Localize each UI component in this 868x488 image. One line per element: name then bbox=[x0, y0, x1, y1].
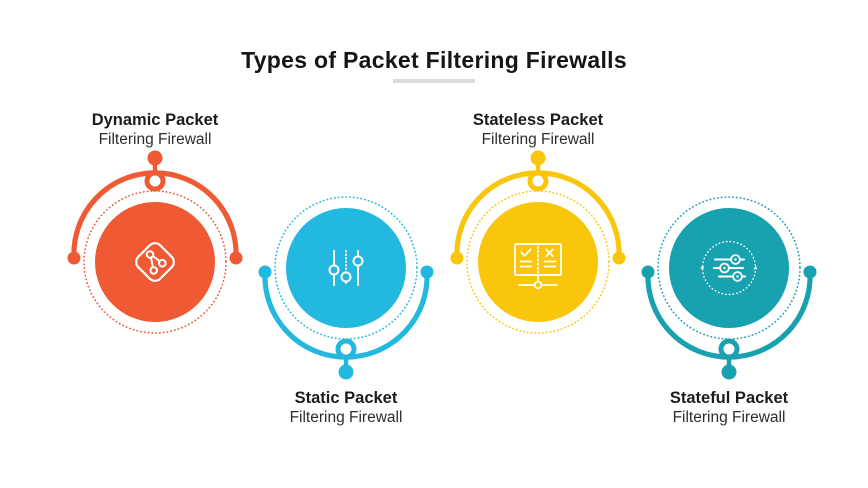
firewall-label: Static Packet Filtering Firewall bbox=[246, 388, 446, 428]
vertical-sliders-icon bbox=[328, 250, 364, 286]
connector-dot bbox=[338, 364, 354, 380]
firewall-name-line2: Filtering Firewall bbox=[289, 409, 403, 426]
firewall-graphic bbox=[67, 150, 243, 334]
page-title: Types of Packet Filtering Firewalls bbox=[241, 47, 627, 74]
arc-end-dot-left bbox=[258, 265, 272, 279]
arc-end-dot-left bbox=[67, 251, 81, 265]
arc-end-dot-right bbox=[229, 251, 243, 265]
orbit-arc bbox=[258, 265, 434, 380]
firewall-name-line2: Filtering Firewall bbox=[98, 131, 212, 148]
firewall-name-line1: Stateful Packet bbox=[669, 389, 789, 407]
firewall-graphic bbox=[258, 196, 434, 380]
orbit-arc bbox=[641, 265, 817, 380]
firewall-name-line2: Filtering Firewall bbox=[672, 409, 786, 426]
firewall-label: Stateless Packet Filtering Firewall bbox=[438, 110, 638, 150]
git-branch-diamond-icon bbox=[135, 242, 175, 282]
firewall-label: Stateful Packet Filtering Firewall bbox=[629, 388, 829, 428]
firewall-label: Dynamic Packet Filtering Firewall bbox=[55, 110, 255, 150]
arc-end-dot-right bbox=[612, 251, 626, 265]
firewall-graphic bbox=[641, 196, 817, 380]
firewall-unit: Stateful Packet Filtering Firewall bbox=[629, 0, 829, 488]
title-divider bbox=[393, 79, 475, 83]
orbit-arc bbox=[67, 150, 243, 265]
rule-list-icon bbox=[514, 243, 562, 290]
firewall-circle bbox=[95, 202, 215, 322]
firewall-name-line2: Filtering Firewall bbox=[481, 131, 595, 148]
orbit-arc bbox=[450, 150, 626, 265]
arc-end-dot-right bbox=[420, 265, 434, 279]
firewall-unit: Static Packet Filtering Firewall bbox=[246, 0, 446, 488]
firewall-name-line1: Stateless Packet bbox=[472, 111, 604, 129]
connector-dot bbox=[147, 150, 163, 166]
firewall-circle bbox=[478, 202, 598, 322]
connector-dot bbox=[721, 364, 737, 380]
connector-ring bbox=[527, 170, 549, 192]
connector-ring bbox=[335, 338, 357, 360]
firewall-unit: Dynamic Packet Filtering Firewall bbox=[55, 0, 255, 488]
connector-dot bbox=[530, 150, 546, 166]
firewall-name-line1: Static Packet bbox=[294, 389, 398, 407]
state-sliders-cycle-icon bbox=[700, 240, 758, 296]
connector-ring bbox=[144, 170, 166, 192]
firewall-graphic bbox=[450, 150, 626, 334]
connector-ring bbox=[718, 338, 740, 360]
firewall-unit: Stateless Packet Filtering Firewall bbox=[438, 0, 638, 488]
firewall-name-line1: Dynamic Packet bbox=[91, 111, 219, 129]
arc-end-dot-left bbox=[641, 265, 655, 279]
arc-end-dot-left bbox=[450, 251, 464, 265]
arc-end-dot-right bbox=[803, 265, 817, 279]
